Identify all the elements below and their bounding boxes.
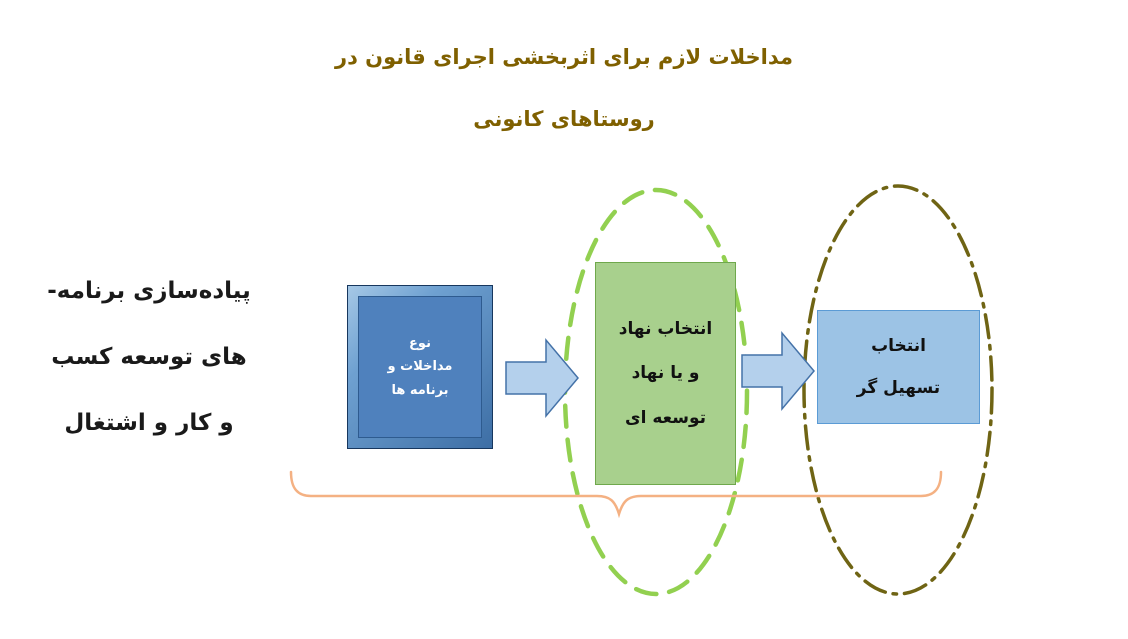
left-label-line-3: و کار و اشتغال bbox=[64, 410, 234, 436]
left-label: پیاده‌سازی برنامه- های توسعه کسب و کار و… bbox=[6, 258, 292, 456]
interventions-line-2: مداخلات و bbox=[387, 359, 453, 375]
interventions-box: نوع مداخلات و برنامه ها bbox=[347, 285, 493, 449]
left-label-line-1: پیاده‌سازی برنامه- bbox=[47, 278, 251, 304]
arrow-right-icon bbox=[505, 337, 579, 419]
institution-line-1: انتخاب نهاد bbox=[618, 319, 713, 340]
title-line-1: مداخلات لازم برای اثربخشی اجرای قانون در bbox=[335, 45, 793, 69]
facilitator-line-2: تسهیل گر bbox=[856, 378, 941, 398]
facilitator-box: انتخاب تسهیل گر bbox=[817, 310, 980, 424]
title-line-2: روستاهای کانونی bbox=[473, 107, 655, 131]
interventions-line-1: نوع bbox=[409, 335, 431, 351]
institution-box: انتخاب نهاد و یا نهاد توسعه ای bbox=[595, 262, 736, 485]
institution-line-3: توسعه ای bbox=[625, 407, 706, 428]
arrow-right-icon bbox=[741, 330, 815, 412]
left-label-line-2: های توسعه کسب bbox=[51, 344, 247, 370]
facilitator-line-1: انتخاب bbox=[871, 335, 926, 356]
interventions-line-3: برنامه ها bbox=[391, 382, 449, 398]
institution-line-2: و یا نهاد bbox=[631, 363, 700, 384]
diagram-title: مداخلات لازم برای اثربخشی اجرای قانون در… bbox=[0, 26, 1128, 150]
interventions-box-panel: نوع مداخلات و برنامه ها bbox=[358, 296, 482, 438]
